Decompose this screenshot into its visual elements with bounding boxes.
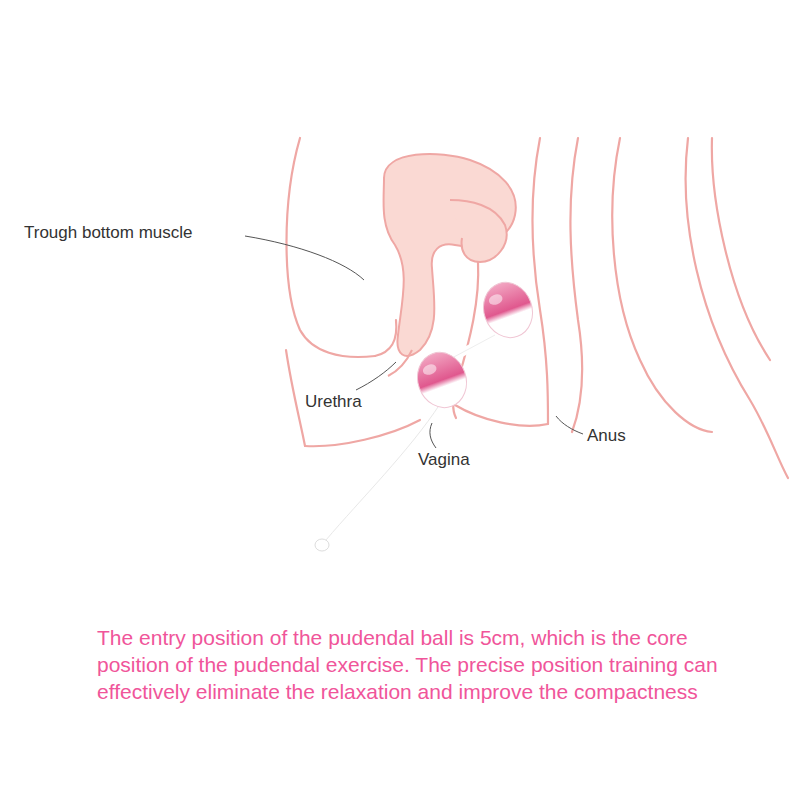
vagina-label: Vagina [416,451,472,470]
caption-text: The entry position of the pudendal ball … [97,624,737,705]
muscle-label: Trough bottom muscle [22,224,195,243]
urethra-label: Urethra [303,393,364,412]
anus-label: Anus [585,427,628,446]
